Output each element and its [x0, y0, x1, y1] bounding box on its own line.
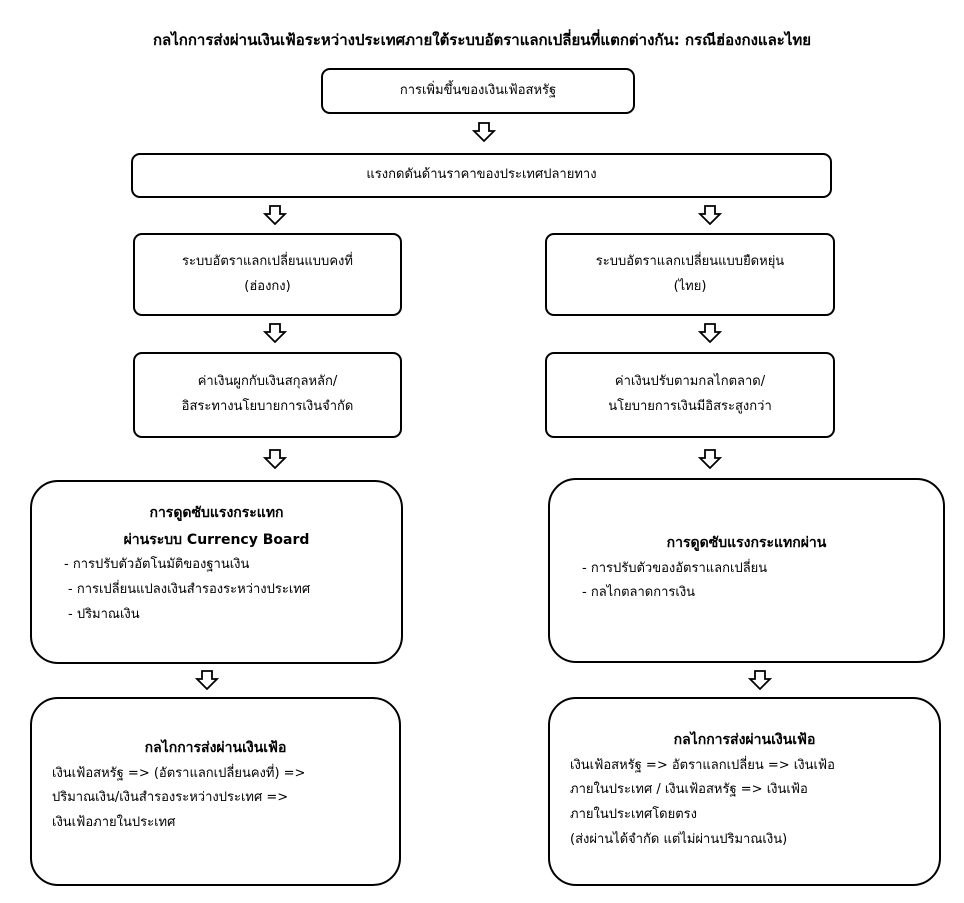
box-heading: การดูดซับแรงกระแทก: [149, 505, 284, 521]
text-line: ปริมาณเงิน/เงินสำรองระหว่างประเทศ =>: [52, 790, 289, 806]
list-item: - การเปลี่ยนแปลงเงินสำรองระหว่างประเทศ: [68, 581, 311, 597]
down-arrow-icon: [472, 122, 496, 142]
box-label: ระบบอัตราแลกเปลี่ยนแบบคงที่: [182, 253, 353, 269]
down-arrow-icon: [698, 449, 722, 469]
text-line: เงินเฟ้อสหรัฐ => อัตราแลกเปลี่ยน => เงิน…: [570, 757, 835, 773]
box-label: (ฮ่องกง): [244, 278, 291, 294]
text-line: เงินเฟ้อภายในประเทศ: [52, 814, 176, 830]
down-arrow-icon: [195, 670, 219, 690]
box-label: ค่าเงินปรับตามกลไกตลาด/: [614, 374, 766, 390]
box-label: ค่าเงินผูกกับเงินสกุลหลัก/: [197, 374, 338, 390]
exchange-rate-absorption-box: การดูดซับแรงกระแทกผ่าน - การปรับตัวของอั…: [548, 478, 945, 663]
box-label: ระบบอัตราแลกเปลี่ยนแบบยืดหยุ่น: [595, 253, 785, 269]
box-label: นโยบายการเงินมีอิสระสูงกว่า: [608, 399, 772, 414]
text-line: ภายในประเทศโดยตรง: [570, 806, 698, 822]
down-arrow-icon: [698, 323, 722, 343]
us-inflation-box: การเพิ่มขึ้นของเงินเฟ้อสหรัฐ: [321, 68, 635, 114]
box-label: (ไทย): [673, 278, 707, 294]
list-item: - ปริมาณเงิน: [68, 606, 140, 622]
box-label: อิสระทางนโยบายการเงินจำกัด: [181, 399, 354, 414]
down-arrow-icon: [263, 205, 287, 225]
flexible-transmission-box: กลไกการส่งผ่านเงินเฟ้อ เงินเฟ้อสหรัฐ => …: [548, 697, 941, 886]
down-arrow-icon: [698, 205, 722, 225]
down-arrow-icon: [748, 670, 772, 690]
fixed-regime-box: ระบบอัตราแลกเปลี่ยนแบบคงที่ (ฮ่องกง): [133, 233, 402, 316]
list-item: - การปรับตัวของอัตราแลกเปลี่ยน: [582, 560, 768, 576]
box-heading: กลไกการส่งผ่านเงินเฟ้อ: [673, 732, 816, 748]
absorb-list: - การปรับตัวอัตโนมัติของฐานเงิน - การเปล…: [32, 553, 401, 627]
text-line: เงินเฟ้อสหรัฐ => (อัตราแลกเปลี่ยนคงที่) …: [52, 765, 306, 781]
currency-board-absorption-box: การดูดซับแรงกระแทก ผ่านระบบ Currency Boa…: [30, 480, 403, 664]
list-item: - การปรับตัวอัตโนมัติของฐานเงิน: [64, 557, 250, 573]
list-item: - กลไกตลาดการเงิน: [582, 585, 696, 601]
box-heading: การดูดซับแรงกระแทกผ่าน: [666, 535, 827, 551]
text-line: (ส่งผ่านได้จำกัด แต่ไม่ผ่านปริมาณเงิน): [570, 831, 788, 847]
down-arrow-icon: [263, 323, 287, 343]
flexible-regime-box: ระบบอัตราแลกเปลี่ยนแบบยืดหยุ่น (ไทย): [545, 233, 835, 316]
absorb-list: - การปรับตัวของอัตราแลกเปลี่ยน - กลไกตลา…: [550, 557, 943, 606]
pegged-currency-box: ค่าเงินผูกกับเงินสกุลหลัก/ อิสระทางนโยบา…: [133, 352, 402, 438]
floating-currency-box: ค่าเงินปรับตามกลไกตลาด/ นโยบายการเงินมีอ…: [545, 352, 835, 438]
down-arrow-icon: [263, 449, 287, 469]
fixed-transmission-box: กลไกการส่งผ่านเงินเฟ้อ เงินเฟ้อสหรัฐ => …: [30, 697, 401, 886]
box-label: การเพิ่มขึ้นของเงินเฟ้อสหรัฐ: [399, 82, 557, 98]
box-heading: ผ่านระบบ Currency Board: [123, 531, 310, 548]
box-heading: กลไกการส่งผ่านเงินเฟ้อ: [144, 740, 287, 756]
text-line: ภายในประเทศ / เงินเฟ้อสหรัฐ => เงินเฟ้อ: [570, 782, 808, 798]
box-label: แรงกดดันด้านราคาของประเทศปลายทาง: [366, 167, 597, 183]
price-pressure-box: แรงกดดันด้านราคาของประเทศปลายทาง: [131, 153, 832, 198]
diagram-title: กลไกการส่งผ่านเงินเฟ้อระหว่างประเทศภายใต…: [152, 31, 812, 49]
